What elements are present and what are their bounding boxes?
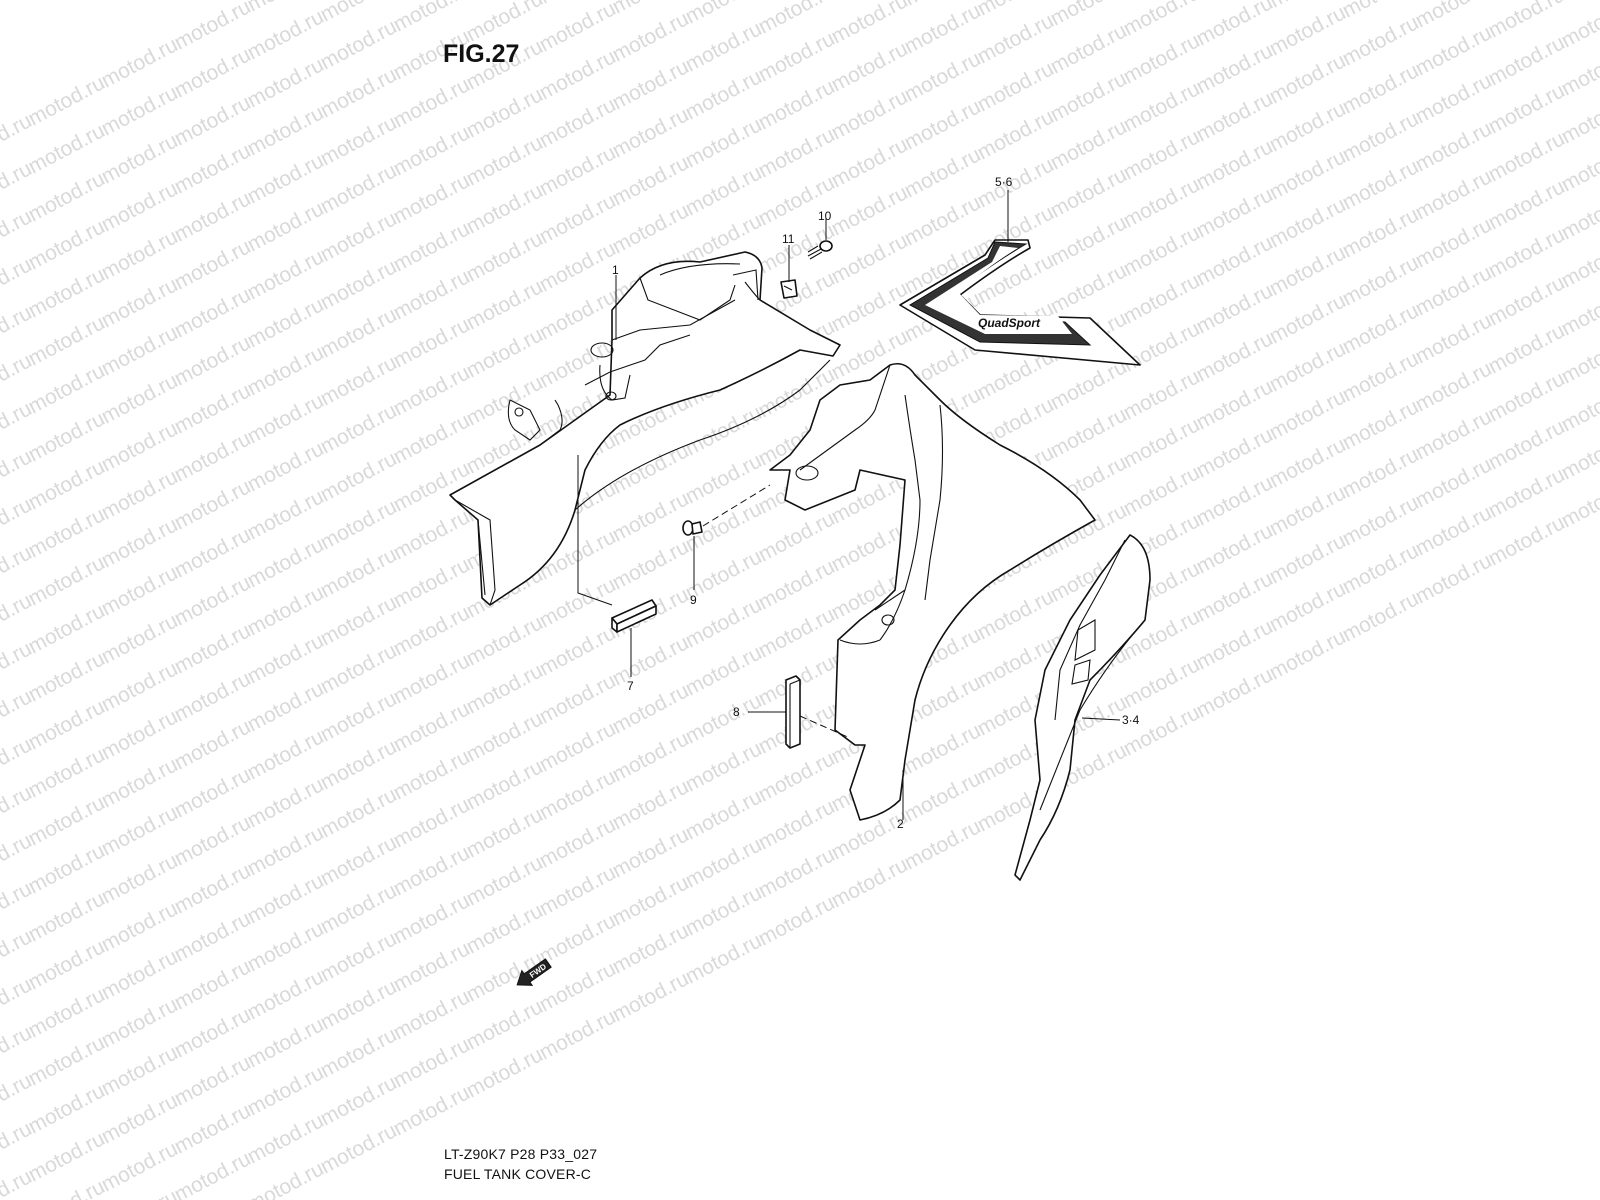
callout-7: 7	[627, 679, 634, 693]
part-7-cushion	[611, 599, 657, 633]
part-3-4-side-panel	[1014, 534, 1151, 881]
part-9-fastener	[682, 520, 703, 536]
callout-2: 2	[897, 817, 904, 831]
callout-10: 10	[818, 209, 832, 223]
callout-11: 11	[782, 232, 795, 246]
footer-title: FUEL TANK COVER-C	[444, 1166, 592, 1182]
watermark-text: motod.ru	[1558, 0, 1600, 52]
part-5-6-decal: QuadSport	[899, 239, 1141, 366]
part-2-tank-cover-center	[769, 362, 1096, 821]
callout-labels: 1 2 3·4 5·6 7 8 9 10 11	[612, 175, 1140, 831]
part-8-cushion	[785, 675, 801, 749]
callout-3-4: 3·4	[1122, 713, 1140, 727]
decal-text: QuadSport	[978, 316, 1041, 330]
callout-1: 1	[612, 263, 619, 277]
callout-8: 8	[733, 705, 740, 719]
figure-title: FIG.27	[443, 40, 520, 68]
callout-5-6: 5·6	[995, 175, 1013, 189]
callout-9: 9	[690, 593, 697, 607]
part-11-nut	[780, 279, 798, 299]
leader-lines	[577, 190, 1121, 820]
part-1-tank-cover-bracket	[449, 251, 841, 606]
part-10-screw	[807, 240, 833, 260]
footer-code: LT-Z90K7 P28 P33_027	[444, 1146, 598, 1162]
